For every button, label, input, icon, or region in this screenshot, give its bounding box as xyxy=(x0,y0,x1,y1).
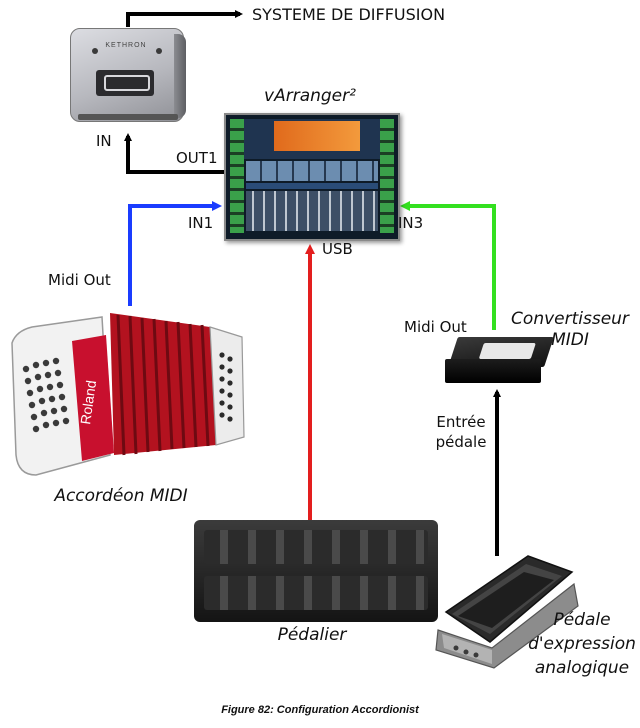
pedal-input-label-line2: pédale xyxy=(435,433,487,451)
sd2-brand-label: KETHRON xyxy=(105,42,147,49)
converter-label-line2: MIDI xyxy=(551,330,589,350)
accordion-brand-label: Roland xyxy=(77,379,99,425)
pedalboard-image xyxy=(194,520,438,622)
out1-label: OUT1 xyxy=(176,149,218,167)
usb-label: USB xyxy=(322,240,353,258)
wire-sd2-to-diffusion xyxy=(126,10,243,27)
pedal-input-label-line1: Entrée xyxy=(436,413,486,431)
in3-label: IN3 xyxy=(398,214,424,232)
converter-label-line1: Convertisseur xyxy=(511,309,629,329)
expression-pedal-label-line1: Pédale xyxy=(553,610,611,630)
sd2-sound-module: KETHRON xyxy=(70,28,188,126)
diffusion-system-label: SYSTEME DE DIFFUSION xyxy=(252,5,446,24)
sd2-in-label: IN xyxy=(96,132,112,150)
accordion-image: Roland xyxy=(11,313,245,476)
wire-accordion-to-in1 xyxy=(128,201,222,306)
figure-caption: Figure 82: Configuration Accordionist xyxy=(221,704,419,716)
varranger-screen xyxy=(224,113,400,241)
wire-converter-to-in3 xyxy=(400,201,496,330)
accordion-midi-out-label: Midi Out xyxy=(48,271,111,289)
expression-pedal-image xyxy=(435,555,579,669)
in1-label: IN1 xyxy=(188,214,214,232)
pedalboard-label: Pédalier xyxy=(277,625,347,645)
varranger-title: vArranger² xyxy=(264,86,356,106)
expression-pedal-label-line3: analogique xyxy=(534,658,630,678)
wire-out1-to-sd2 xyxy=(124,133,226,174)
expression-pedal-label-line2: d'expression xyxy=(528,634,636,654)
converter-midi-out-label: Midi Out xyxy=(404,318,467,336)
midi-converter-box xyxy=(445,337,555,389)
sd2-logo-icon xyxy=(96,70,154,96)
accordion-label: Accordéon MIDI xyxy=(54,486,188,506)
